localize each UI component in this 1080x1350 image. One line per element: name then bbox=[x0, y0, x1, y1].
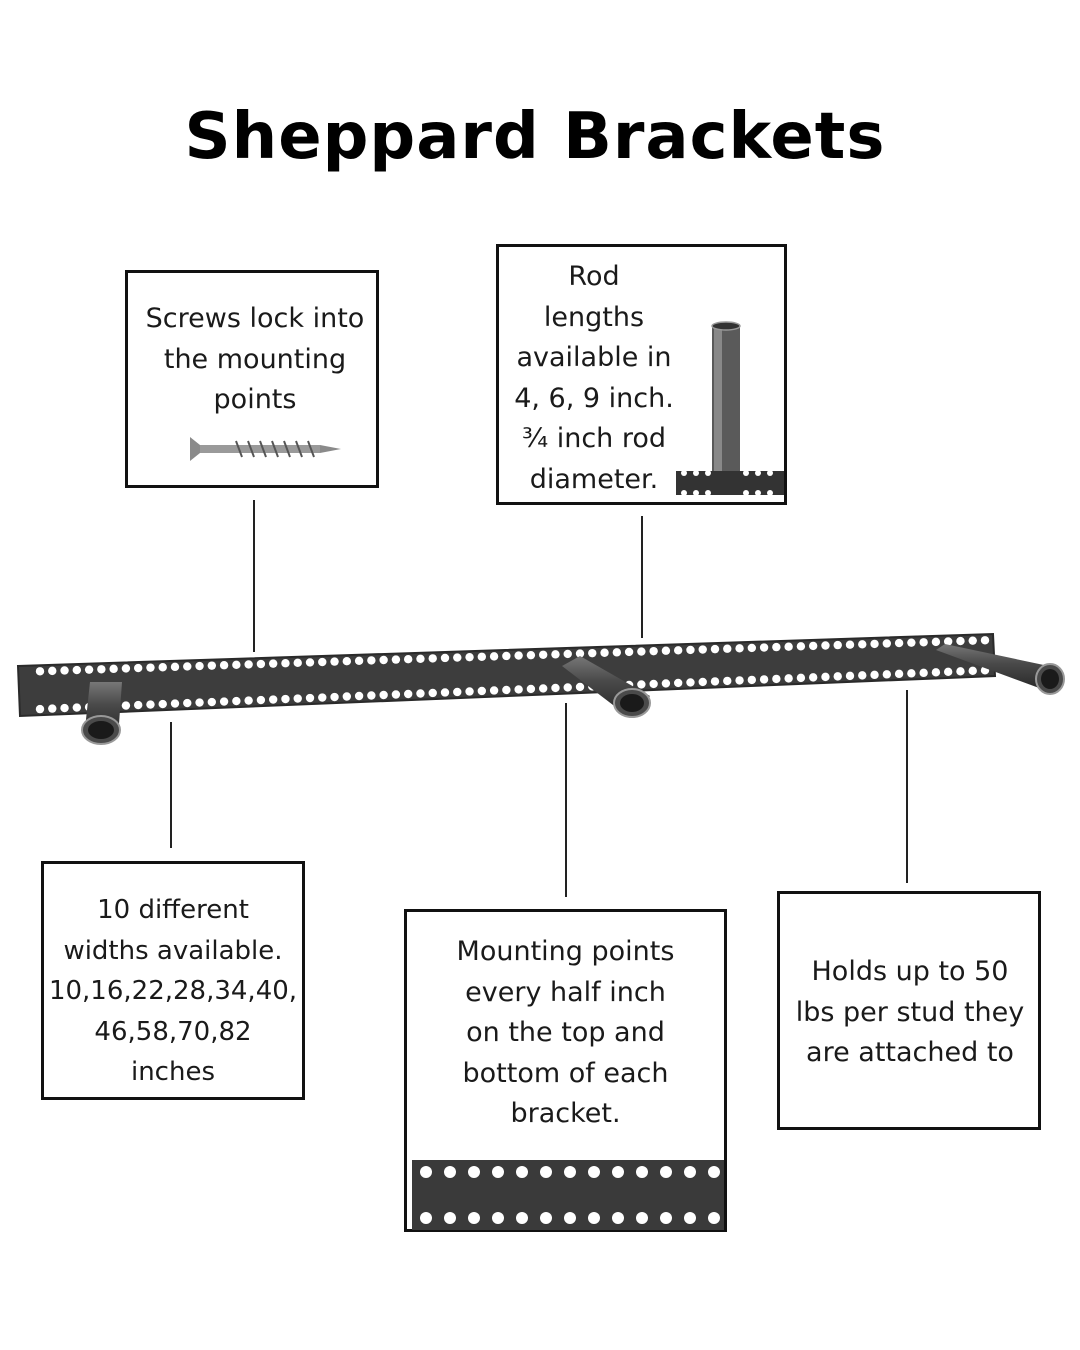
connector-line-screws bbox=[253, 500, 255, 652]
rod-icon bbox=[676, 321, 784, 496]
callout-mounting: Mounting points every half inch on the t… bbox=[404, 909, 727, 1232]
callout-holds-text: Holds up to 50 lbs per stud they are att… bbox=[795, 956, 1025, 1068]
rod-right bbox=[936, 644, 1065, 695]
connector-line-rods bbox=[641, 516, 643, 638]
rod-middle bbox=[562, 656, 651, 718]
connector-line-widths bbox=[170, 722, 172, 848]
callout-rods: Rod lengths available in 4, 6, 9 inch. ¾… bbox=[496, 244, 787, 505]
screw-icon bbox=[190, 437, 341, 461]
callout-holds: Holds up to 50 lbs per stud they are att… bbox=[777, 891, 1041, 1130]
rod-left bbox=[81, 682, 122, 745]
bracket-detail-image bbox=[412, 1160, 724, 1230]
callout-rods-text: Rod lengths available in 4, 6, 9 inch. ¾… bbox=[514, 261, 674, 495]
callout-mounting-text: Mounting points every half inch on the t… bbox=[456, 936, 675, 1129]
callout-screws-text: Screws lock into the mounting points bbox=[145, 303, 365, 415]
page-title: Sheppard Brackets bbox=[184, 100, 886, 174]
callout-screws: Screws lock into the mounting points bbox=[125, 270, 379, 488]
connector-line-mounting bbox=[565, 703, 567, 897]
connector-line-holds bbox=[906, 690, 908, 883]
callout-widths-text: 10 different widths available. 10,16,22,… bbox=[48, 895, 298, 1087]
callout-widths: 10 different widths available. 10,16,22,… bbox=[41, 861, 305, 1100]
